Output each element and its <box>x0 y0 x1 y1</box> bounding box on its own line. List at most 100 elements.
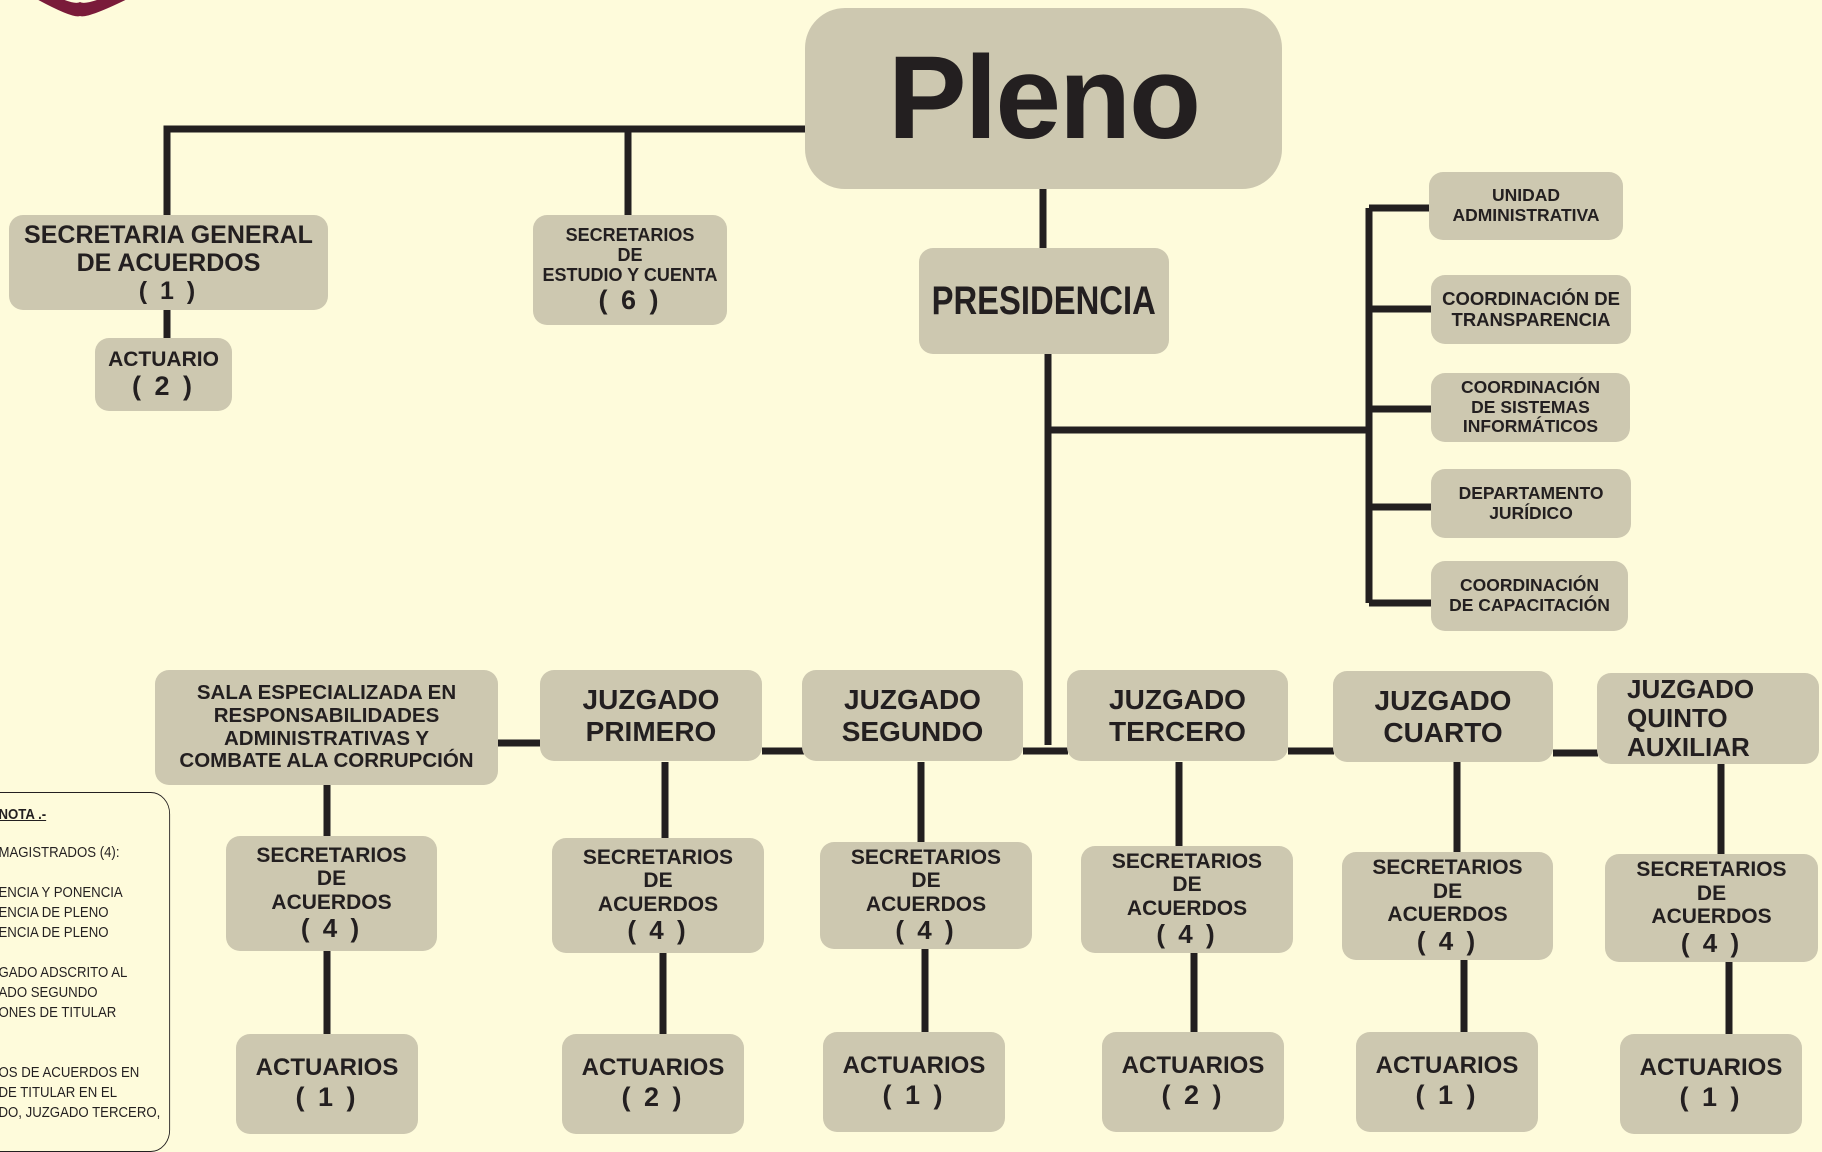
sistemas-informaticos-box: COORDINACIÓN DE SISTEMAS INFORMÁTICOS <box>1431 373 1630 442</box>
box-label: SECRETARIOS <box>850 845 1002 869</box>
box-label: JUZGADO <box>582 684 720 716</box>
box-label: DE <box>643 869 673 893</box>
box-label: COMBATE ALA CORRUPCIÓN <box>179 749 474 773</box>
box-label: ACTUARIOS <box>842 1052 986 1080</box>
juzgado-cuarto-box: JUZGADO CUARTO <box>1333 671 1553 762</box>
box-label: ACUERDOS <box>271 890 392 914</box>
secretarios-acuerdos-box: SECRETARIOS DE ACUERDOS ( 4 ) <box>1605 854 1818 962</box>
box-label: JUZGADO <box>1627 673 1755 704</box>
secretarios-acuerdos-box: SECRETARIOS DE ACUERDOS ( 4 ) <box>552 838 764 953</box>
box-label: SEGUNDO <box>841 715 984 747</box>
actuario-sg-box: ACTUARIO ( 2 ) <box>95 338 232 411</box>
box-label: DE SISTEMAS <box>1471 396 1590 417</box>
box-label: SECRETARIOS <box>565 224 695 245</box>
box-label: ACUERDOS <box>1387 903 1508 927</box>
secretarios-estudio-box: SECRETARIOS DE ESTUDIO Y CUENTA ( 6 ) <box>533 215 727 325</box>
actuarios-box: ACTUARIOS ( 1 ) <box>823 1032 1005 1132</box>
box-count: ( 4 ) <box>1416 925 1479 956</box>
nota-line: ENCIA DE PLENO <box>0 904 109 921</box>
box-count: ( 6 ) <box>598 285 662 316</box>
nota-line: ENCIA DE PLENO <box>0 924 109 941</box>
box-count: ( 1 ) <box>295 1082 359 1113</box>
box-label: CUARTO <box>1383 716 1503 748</box>
box-label: SECRETARIOS <box>1111 849 1263 873</box>
box-label: AUXILIAR <box>1627 732 1750 763</box>
box-label: UNIDAD <box>1491 185 1561 206</box>
juzgado-quinto-auxiliar-box: JUZGADO QUINTO AUXILIAR <box>1597 673 1819 764</box>
unidad-administrativa-box: UNIDAD ADMINISTRATIVA <box>1429 172 1623 240</box>
box-label: SECRETARIOS <box>1636 858 1787 882</box>
secretarios-acuerdos-box: SECRETARIOS DE ACUERDOS ( 4 ) <box>226 836 437 951</box>
juzgado-primero-box: JUZGADO PRIMERO <box>540 670 762 761</box>
box-label: ACUERDOS <box>865 892 987 916</box>
box-count: ( 4 ) <box>1680 927 1743 958</box>
secretarios-acuerdos-box: SECRETARIOS DE ACUERDOS ( 4 ) <box>820 842 1032 949</box>
nota-line: MAGISTRADOS (4): <box>0 844 120 861</box>
box-count: ( 4 ) <box>1156 919 1218 950</box>
box-label: ACTUARIOS <box>1121 1052 1265 1080</box>
box-label: JUZGADO <box>1109 684 1246 716</box>
capacitacion-box: COORDINACIÓN DE CAPACITACIÓN <box>1431 561 1628 631</box>
box-label: QUINTO <box>1627 702 1728 733</box>
box-label: ACTUARIOS <box>581 1054 725 1082</box>
box-label: ACUERDOS <box>1651 905 1772 929</box>
secretarios-acuerdos-box: SECRETARIOS DE ACUERDOS ( 4 ) <box>1081 846 1293 953</box>
box-label: DE ACUERDOS <box>76 248 261 277</box>
connector-lines <box>163 125 1733 1036</box>
box-label: SECRETARIOS <box>1372 856 1523 880</box>
box-count: ( 4 ) <box>300 913 363 944</box>
box-count: ( 2 ) <box>621 1082 685 1113</box>
box-label: DE CAPACITACIÓN <box>1449 595 1610 615</box>
box-label: ACTUARIOS <box>255 1054 399 1082</box>
presidencia-label: PRESIDENCIA <box>931 278 1157 323</box>
box-label: ADMINISTRATIVAS Y <box>223 726 429 750</box>
nota-line: GADO ADSCRITO AL <box>0 964 128 981</box>
nota-line: ONES DE TITULAR <box>0 1004 117 1021</box>
box-label: SALA ESPECIALIZADA EN <box>196 680 457 704</box>
box-label: DEPARTAMENTO <box>1458 482 1604 503</box>
actuarios-box: ACTUARIOS ( 2 ) <box>562 1034 744 1134</box>
nota-line: DO, JUZGADO TERCERO, <box>0 1104 161 1121</box>
nota-title: NOTA .- <box>0 806 47 823</box>
box-label: SECRETARIOS <box>256 843 407 867</box>
transparencia-box: COORDINACIÓN DE TRANSPARENCIA <box>1431 275 1631 344</box>
box-label: JUZGADO <box>1374 685 1512 717</box>
book-logo-icon <box>38 0 126 17</box>
box-count: ( 4 ) <box>627 915 689 946</box>
box-label: RESPONSABILIDADES <box>213 703 440 727</box>
box-label: DE <box>911 869 941 893</box>
nota-line: ADO SEGUNDO <box>0 984 98 1001</box>
box-label: DE <box>316 867 347 891</box>
actuarios-box: ACTUARIOS ( 1 ) <box>236 1034 418 1134</box>
box-count: ( 2 ) <box>1161 1080 1225 1111</box>
box-label: ACTUARIO <box>108 347 219 371</box>
box-label: COORDINACIÓN <box>1459 575 1600 596</box>
box-label: DE <box>1432 879 1463 903</box>
box-label: JURÍDICO <box>1489 502 1573 523</box>
nota-line: OS DE ACUERDOS EN <box>0 1064 140 1081</box>
box-label: ACTUARIOS <box>1639 1054 1783 1082</box>
box-label: ACTUARIOS <box>1375 1052 1519 1080</box>
actuarios-box: ACTUARIOS ( 2 ) <box>1102 1032 1284 1132</box>
box-label: PRIMERO <box>585 715 717 747</box>
actuarios-box: ACTUARIOS ( 1 ) <box>1620 1034 1802 1134</box>
presidencia-box: PRESIDENCIA <box>919 248 1169 354</box>
box-label: ESTUDIO Y CUENTA <box>542 264 718 285</box>
box-count: ( 1 ) <box>138 276 199 305</box>
box-label: ACUERDOS <box>597 892 719 916</box>
box-label: JUZGADO <box>844 684 981 716</box>
box-label: ACUERDOS <box>1126 896 1248 920</box>
box-count: ( 1 ) <box>882 1080 946 1111</box>
box-label: TRANSPARENCIA <box>1451 308 1611 330</box>
box-count: ( 4 ) <box>895 915 957 946</box>
juzgado-segundo-box: JUZGADO SEGUNDO <box>802 670 1023 761</box>
pleno-box: Pleno <box>805 8 1282 189</box>
box-label: COORDINACIÓN DE <box>1442 287 1620 309</box>
box-label: DE <box>617 244 643 265</box>
box-label: SECRETARIOS <box>582 845 734 869</box>
box-label: TERCERO <box>1109 715 1246 747</box>
nota-line: DE TITULAR EN EL <box>0 1084 118 1101</box>
actuarios-box: ACTUARIOS ( 1 ) <box>1356 1032 1538 1132</box>
box-count: ( 1 ) <box>1679 1082 1743 1113</box>
nota-panel: NOTA .- MAGISTRADOS (4): ENCIA Y PONENCI… <box>0 792 171 1152</box>
